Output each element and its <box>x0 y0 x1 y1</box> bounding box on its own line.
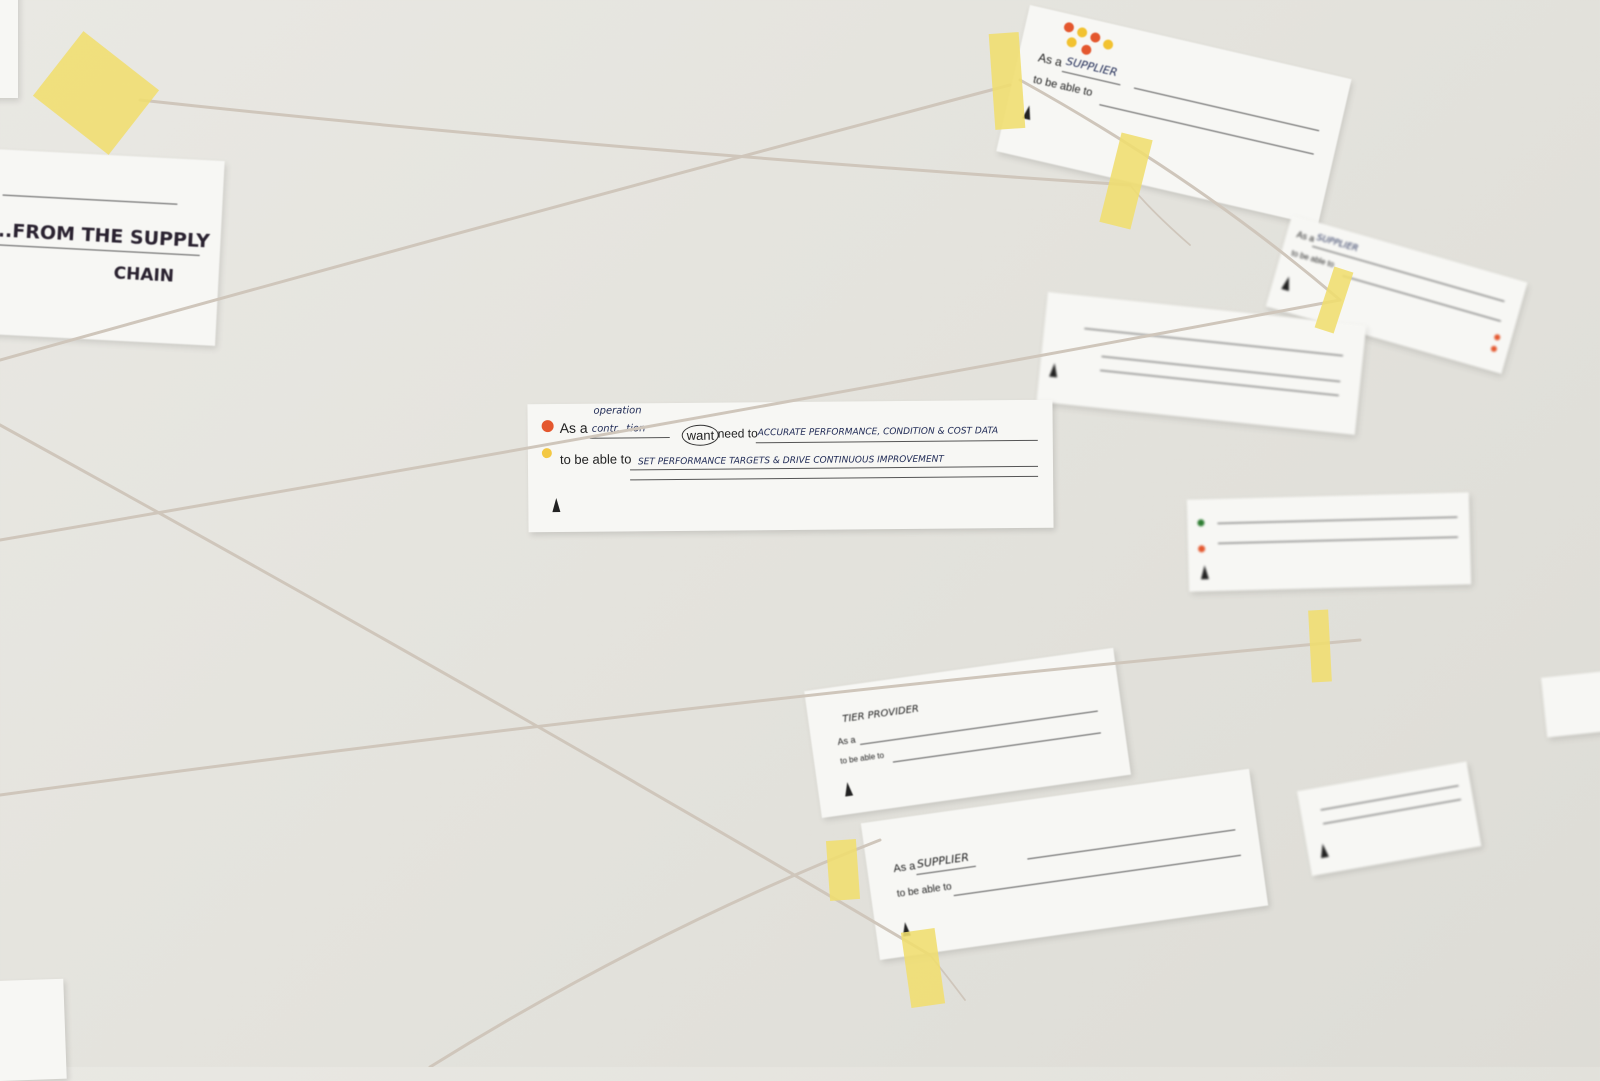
string-1 <box>138 98 1132 187</box>
string-3 <box>1018 78 1342 302</box>
corner-card-edge <box>0 0 18 98</box>
tape-bottom-left <box>825 839 861 901</box>
string-2 <box>0 83 1012 362</box>
string-5 <box>0 423 932 957</box>
tape-right-lower <box>1308 609 1332 683</box>
string-7 <box>428 838 882 1067</box>
string-6 <box>0 638 1362 797</box>
string-4 <box>0 298 1342 542</box>
